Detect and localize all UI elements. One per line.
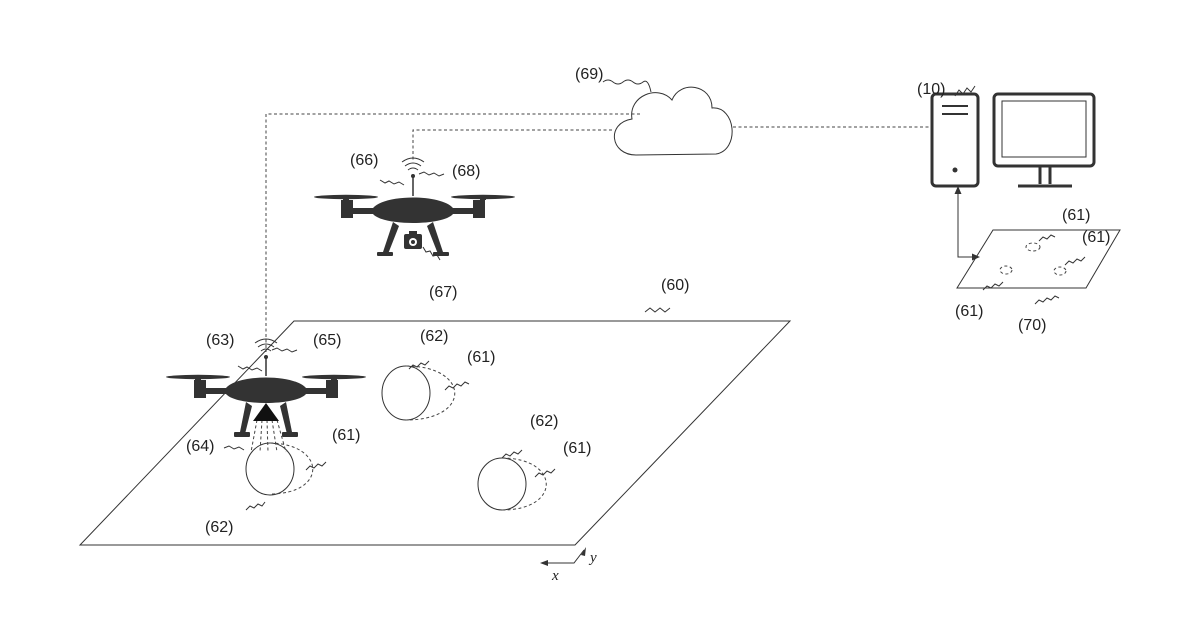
label-spray-zone-c: (61)	[563, 440, 591, 457]
label-spray-zone-a: (61)	[332, 427, 360, 444]
field	[80, 321, 790, 545]
map-zone-c	[1054, 267, 1066, 275]
axis-indicator: x y	[540, 547, 597, 584]
label-spray-zone-b: (61)	[467, 349, 495, 366]
label-map-zone-a: (61)	[1062, 207, 1090, 224]
link-cloud-to-spray-drone	[266, 114, 640, 352]
target-a	[246, 443, 313, 495]
label-map: (70)	[1018, 317, 1046, 334]
spray-nozzle-icon	[253, 403, 279, 421]
camera-icon	[404, 231, 422, 249]
label-map-zone-c: (61)	[1082, 229, 1110, 246]
link-cloud-to-survey-drone	[413, 130, 612, 160]
network-links	[266, 114, 930, 352]
label-target-a: (62)	[205, 519, 233, 536]
wifi-signal-icon	[255, 339, 277, 376]
label-survey-antenna: (68)	[452, 163, 480, 180]
axis-x-label: x	[551, 568, 559, 584]
cloud-icon	[614, 87, 732, 155]
computer-tower-icon	[932, 94, 978, 186]
label-spray-antenna: (65)	[313, 332, 341, 349]
label-map-zone-b: (61)	[955, 303, 983, 320]
label-computer: (10)	[917, 81, 945, 98]
spray-drone	[166, 339, 366, 437]
reference-labels: (69) (10) (60) (66) (68) (67) (63) (65) …	[186, 66, 1110, 536]
leader-lines	[224, 80, 1085, 510]
label-target-c: (62)	[530, 413, 558, 430]
label-survey-drone: (66)	[350, 152, 378, 169]
survey-drone	[314, 158, 515, 256]
axis-y-label: y	[588, 550, 597, 566]
label-cloud: (69)	[575, 66, 603, 83]
target-b	[382, 366, 455, 420]
label-target-b: (62)	[420, 328, 448, 345]
target-c	[478, 458, 546, 510]
map-zone-b	[1000, 266, 1012, 274]
computer-map-connector	[955, 186, 981, 261]
wifi-signal-icon	[402, 158, 424, 196]
label-spray-nozzle: (64)	[186, 438, 214, 455]
label-camera: (67)	[429, 284, 457, 301]
monitor-icon	[994, 94, 1094, 186]
label-spray-drone: (63)	[206, 332, 234, 349]
label-field: (60)	[661, 277, 689, 294]
map-zone-a	[1026, 243, 1040, 251]
